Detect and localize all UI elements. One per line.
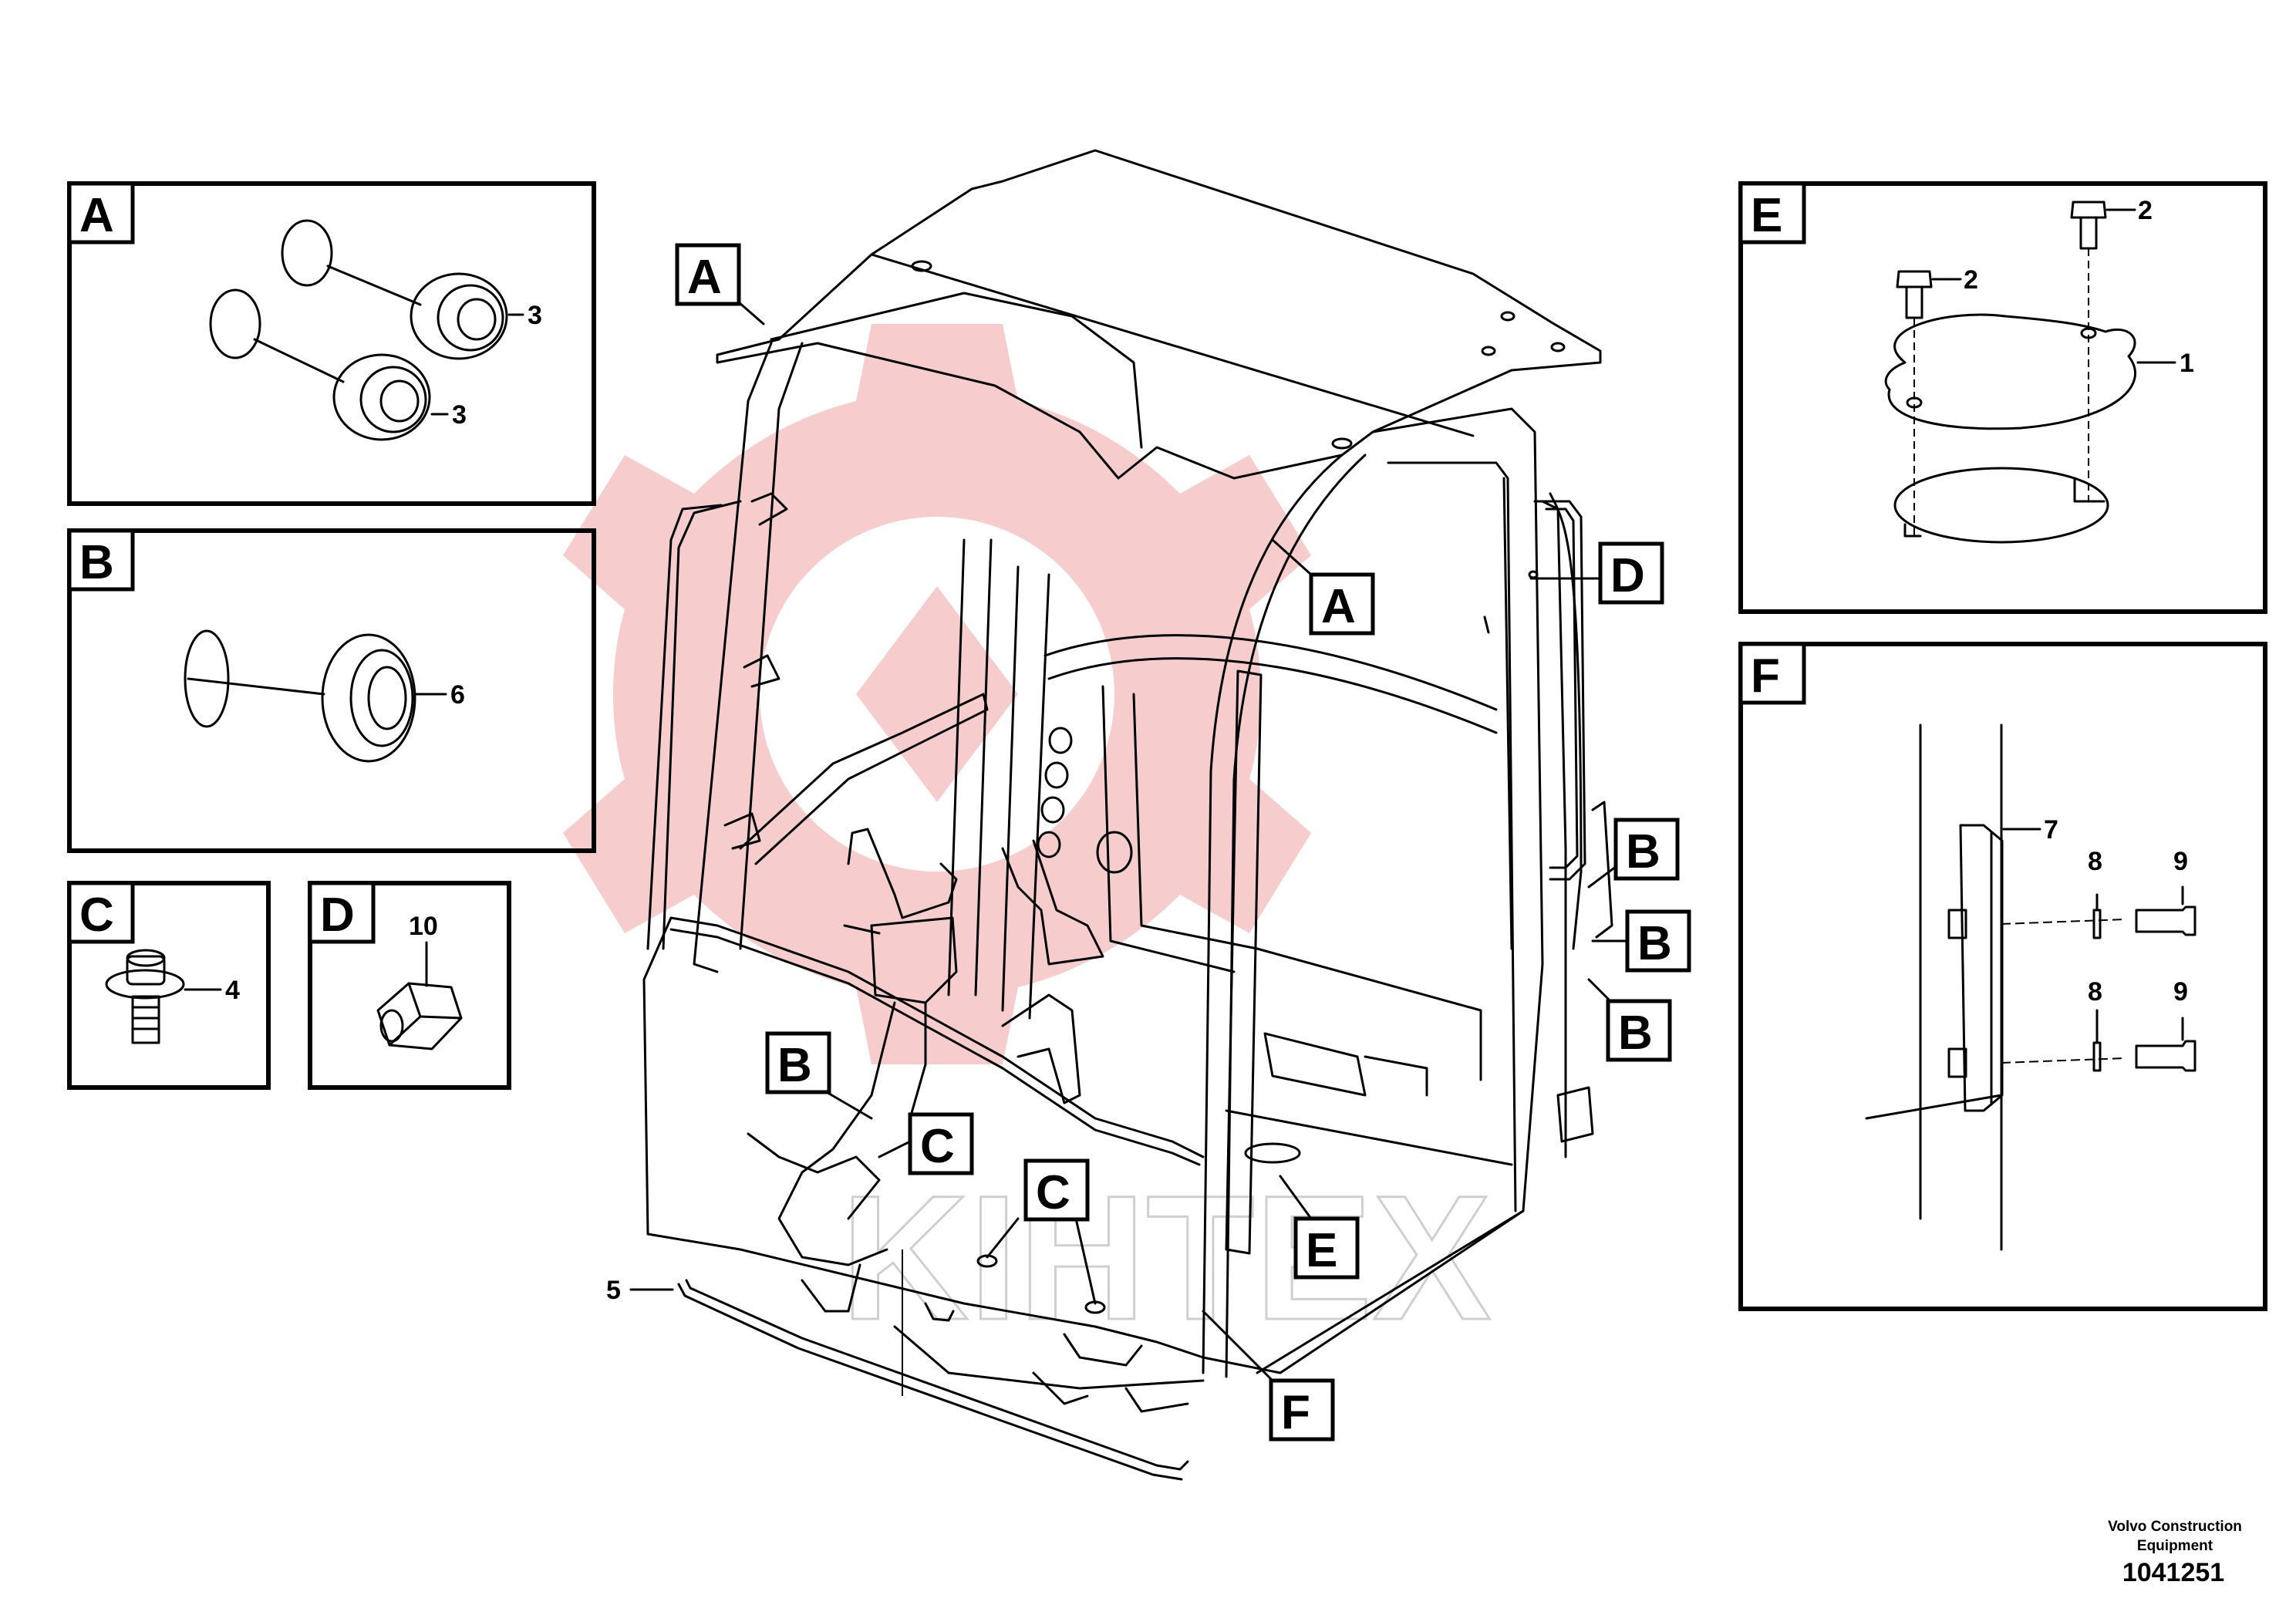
callout-b-right-3: B [1618, 1007, 1653, 1060]
callout-b-right-1: B [1626, 825, 1660, 878]
detail-panel-f: F 7 8 9 8 9 [1738, 642, 2267, 1311]
cab-assembly: 5 [606, 149, 1613, 1481]
detail-label-d: D [320, 889, 355, 942]
item-number-5: 5 [606, 1276, 621, 1305]
detail-label-f: F [1751, 649, 1780, 703]
item-number-3-upper: 3 [528, 301, 542, 330]
callout-a-right: A [1321, 580, 1356, 633]
item-number-2-left: 2 [1964, 265, 1978, 295]
drawing-number: 1041251 [2122, 1558, 2224, 1587]
watermark-logo [563, 324, 1311, 1064]
detail-panel-a: A 3 3 [67, 181, 596, 506]
footer-company-line2: Equipment [2137, 1538, 2213, 1554]
item-number-8-upper: 8 [2088, 847, 2102, 876]
callout-c-left: C [920, 1120, 955, 1173]
footer-company-line1: Volvo Construction [2108, 1519, 2242, 1535]
footer: Volvo Construction Equipment 1041251 [2108, 1519, 2242, 1587]
item-number-1: 1 [2180, 349, 2194, 378]
item-number-8-lower: 8 [2088, 977, 2102, 1007]
callout-f: F [1281, 1386, 1310, 1439]
callout-b-left: B [777, 1039, 812, 1092]
callout-b-right-2: B [1637, 917, 1672, 970]
item-number-10: 10 [409, 912, 438, 941]
detail-label-c: C [79, 889, 114, 942]
item-number-9-upper: 9 [2173, 847, 2188, 876]
callout-e: E [1306, 1224, 1337, 1277]
callout-d: D [1610, 549, 1645, 602]
detail-panel-d: D 10 [308, 881, 511, 1090]
callout-c-middle: C [1036, 1166, 1070, 1219]
detail-panel-e: E 2 2 1 [1738, 181, 2267, 614]
item-number-4: 4 [225, 976, 240, 1005]
detail-panel-c: C 4 [67, 881, 271, 1090]
item-number-3-lower: 3 [452, 400, 467, 430]
callouts: A A D B B B B C C E [675, 243, 1691, 1442]
watermark-text: KIHTEX [841, 1158, 1491, 1357]
detail-label-b: B [79, 536, 114, 589]
detail-label-e: E [1751, 189, 1782, 242]
detail-panel-b: B 6 [67, 528, 596, 853]
detail-label-a: A [79, 189, 114, 242]
item-number-7: 7 [2044, 815, 2058, 845]
callout-a-upper: A [687, 251, 722, 304]
item-number-6: 6 [450, 680, 465, 710]
item-number-9-lower: 9 [2173, 977, 2188, 1007]
item-number-2-right: 2 [2138, 196, 2153, 225]
